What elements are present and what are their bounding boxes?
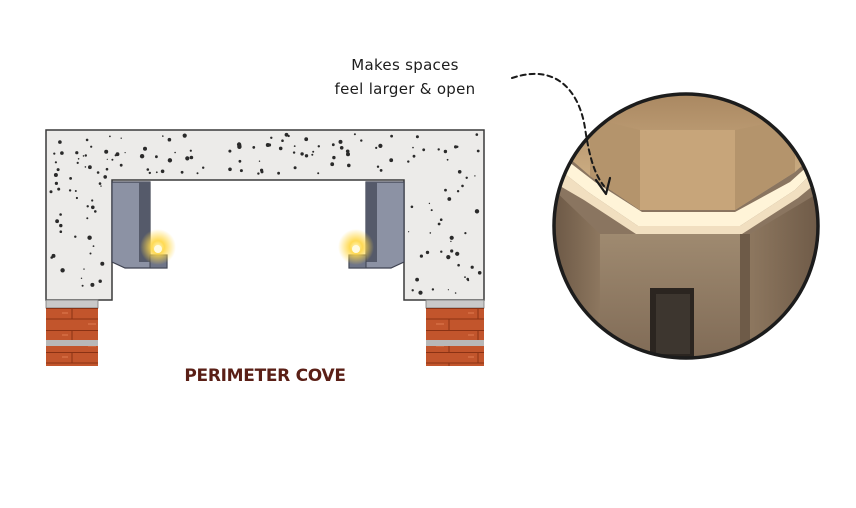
annotation-line-1: Makes spaces: [351, 56, 459, 74]
room-frame: [552, 92, 820, 360]
left-brick-wall: [45, 299, 99, 366]
arrow-head-icon: [594, 176, 612, 196]
room-illustration: [554, 94, 818, 358]
annotation-arrow: [511, 72, 605, 187]
annotation-line-2: feel larger & open: [334, 80, 476, 98]
annotation-text: Makes spaces feel larger & open: [300, 53, 510, 101]
right-brick-wall: [425, 299, 485, 366]
diagram-caption: PERIMETER COVE: [184, 366, 346, 386]
concrete-texture: [49, 132, 482, 295]
